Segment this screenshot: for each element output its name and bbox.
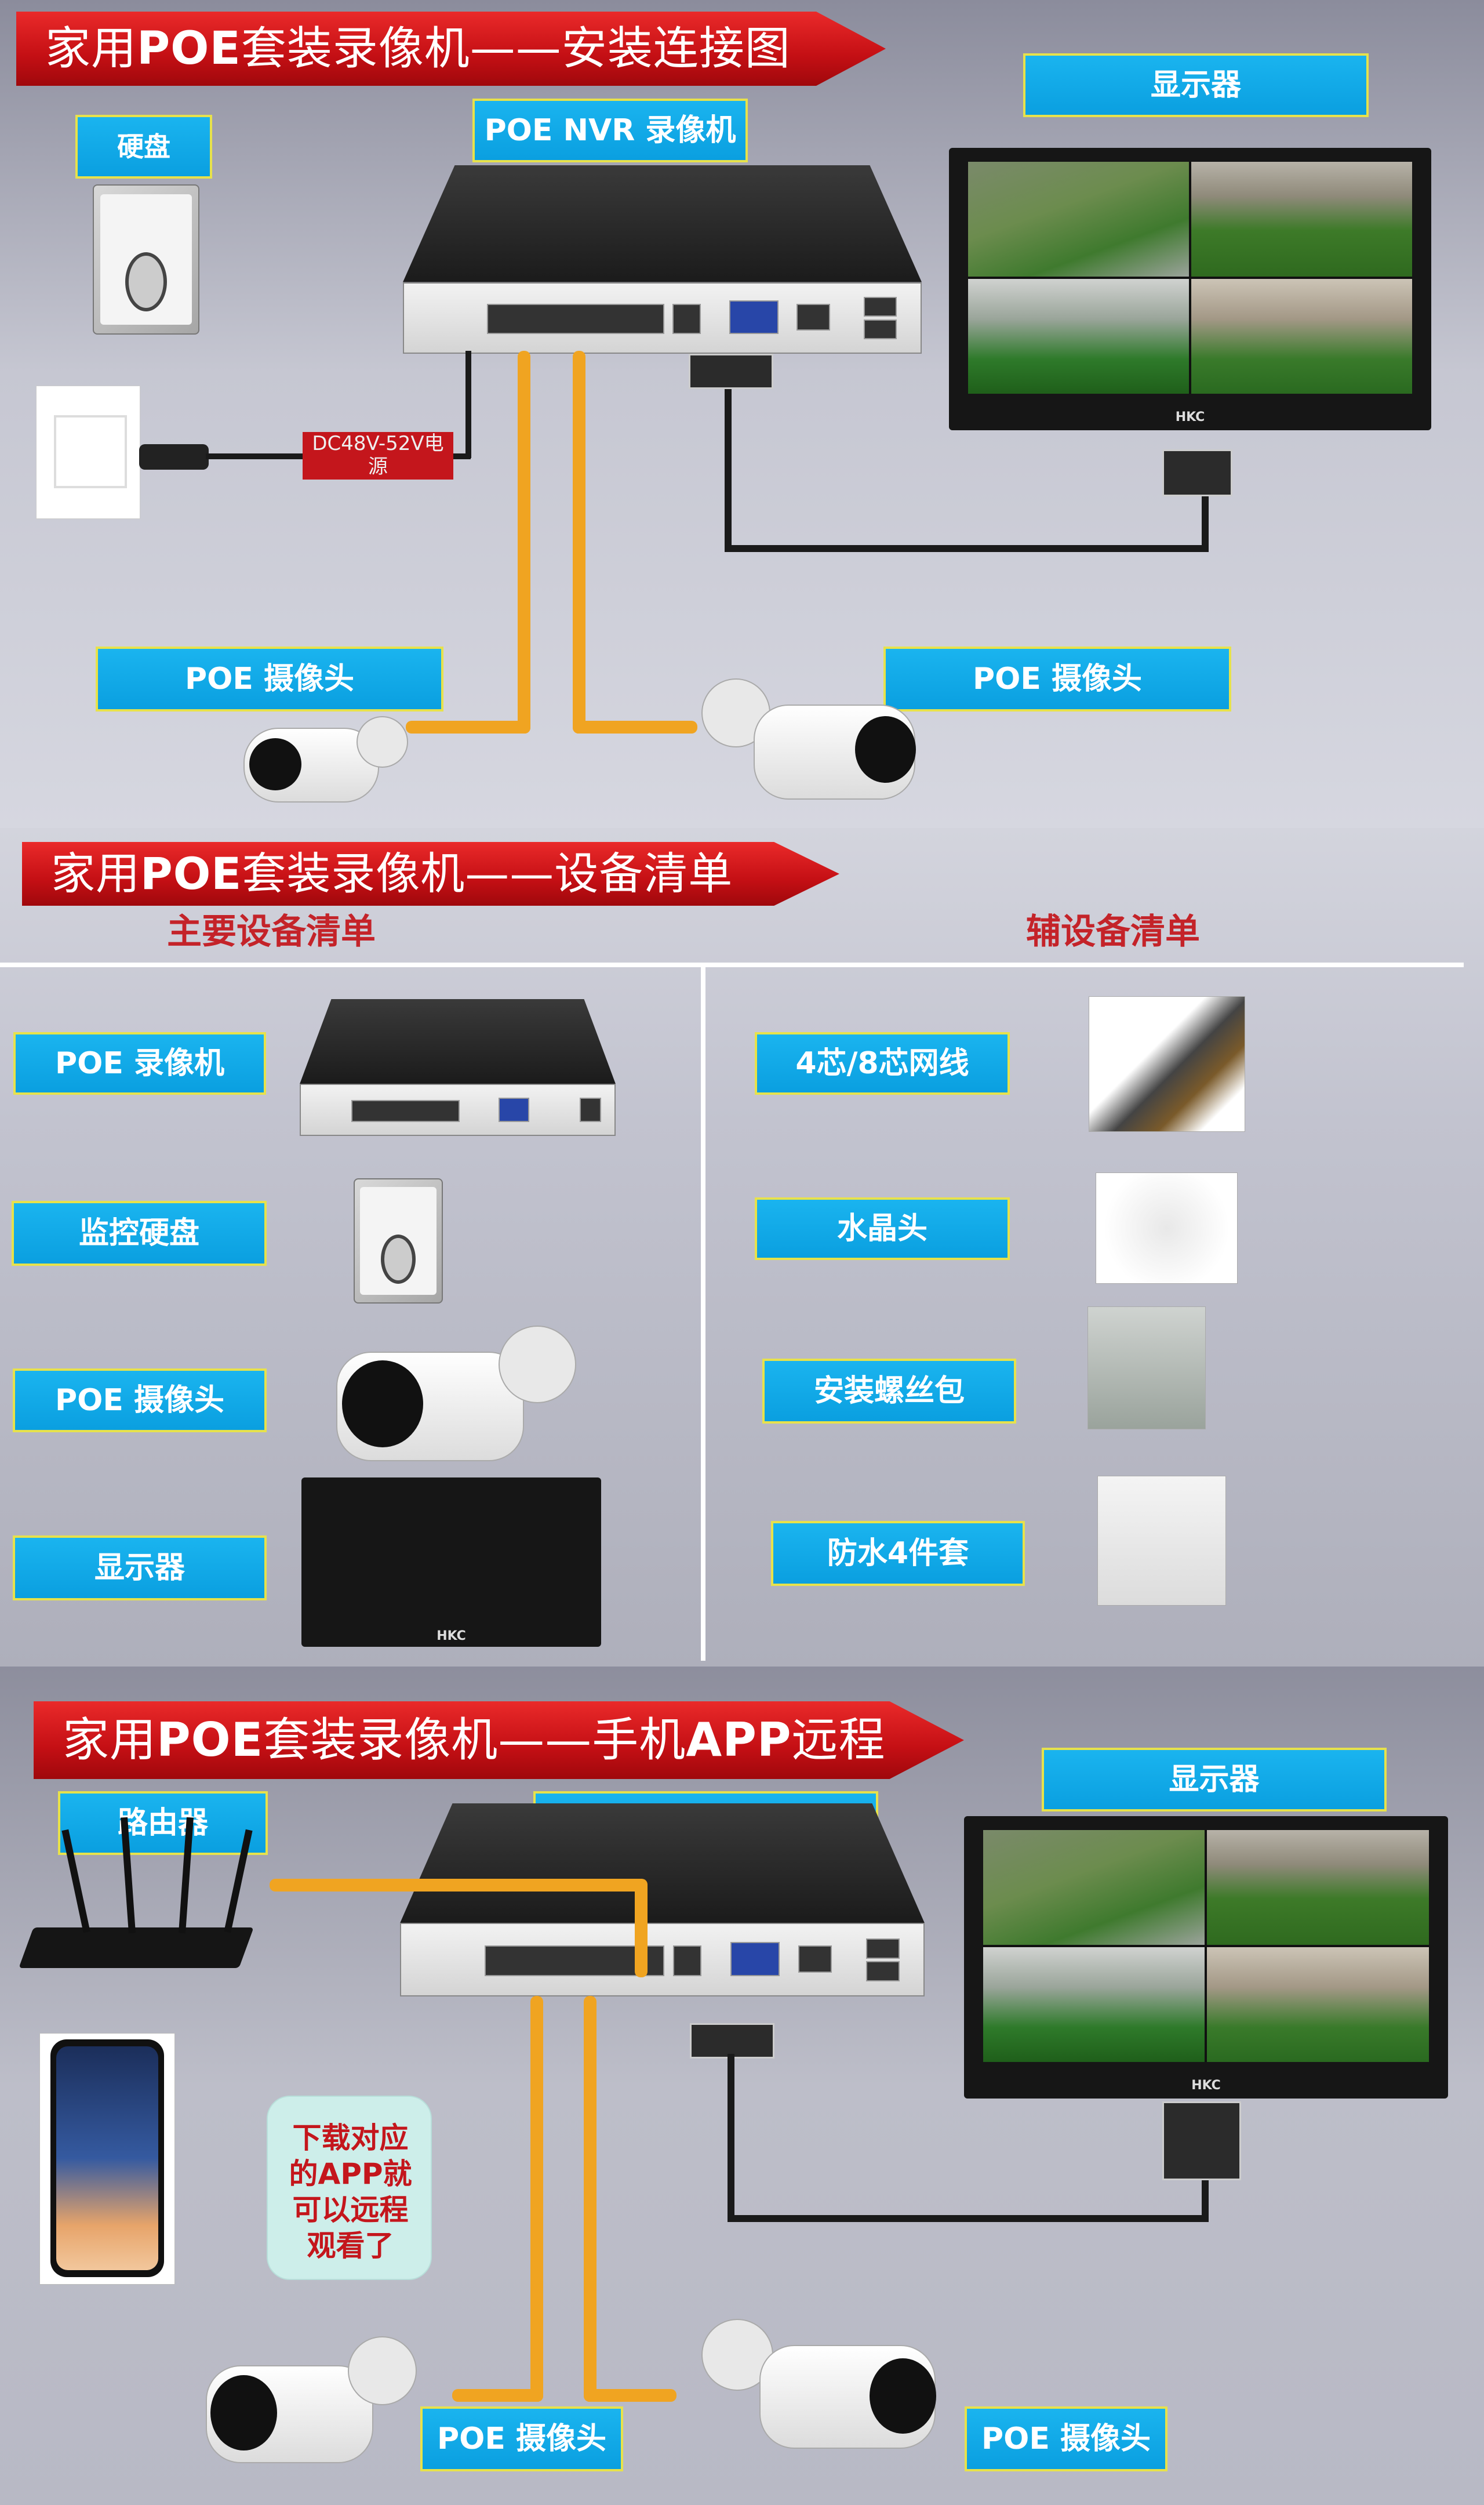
camera-right-label: POE 摄像头 [965,2406,1167,2471]
network-cable-right [584,1996,596,2402]
hdd-thumbnail [354,1178,443,1304]
camera-thumbnail [330,1308,585,1482]
camera-left-image [200,2333,426,2487]
vga-cable-h [728,2215,1209,2222]
monitor-brand: HKC [1191,2078,1221,2093]
monitor-brand: HKC [437,1629,466,1644]
network-cable-right-h [573,721,697,734]
camera-right-image [701,2319,951,2470]
main-item-camera: POE 摄像头 [13,1368,267,1432]
screws-thumbnail [1087,1306,1206,1429]
banner-equipment: 家用POE套装录像机——设备清单 [22,842,839,906]
power-cable [206,453,304,459]
camera-right-label: POE 摄像头 [883,647,1231,711]
camera-left-label: POE 摄像头 [96,647,443,711]
camera-left-image [238,710,412,815]
aux-item-cable: 4芯/8芯网线 [755,1032,1010,1095]
waterproof-thumbnail [1097,1476,1226,1606]
rj45-thumbnail [1096,1172,1238,1284]
banner-text-b: POE [140,848,242,899]
network-cable-left [530,1996,543,2402]
section-mobile-app: 家用POE套装录像机——手机APP远程 路由器 POE NVR 录像机 显示器 … [0,1667,1484,2505]
network-cable-left-h [452,2389,543,2402]
vga-cable-h [725,545,1209,552]
banner-text-b: POE [157,1713,264,1767]
section-equipment-list: 家用POE套装录像机——设备清单 主要设备清单 辅设备清单 POE 录像机 监控… [0,828,1484,1667]
aux-equipment-heading: 辅设备清单 [1026,912,1200,952]
monitor-image: HKC [949,148,1431,430]
main-item-hdd: 监控硬盘 [12,1201,267,1266]
nvr-image [400,1803,925,1996]
banner-text-a: 家用 [63,1713,157,1767]
section-install-diagram: 家用POE套装录像机——安装连接图 硬盘 POE NVR 录像机 显示器 HKC… [0,0,1484,828]
vga-cable-v2 [1202,2177,1209,2222]
network-cable-right-h [584,2389,676,2402]
monitor-brand: HKC [1175,410,1205,425]
network-cable-left-h [406,721,530,734]
camera-right-image [701,678,928,821]
banner-text-a: 家用 [45,23,137,75]
banner-text-c: 套装录像机——安装连接图 [241,23,791,75]
horizontal-divider [0,963,1464,967]
app-bubble: 下载对应的APP就可以远程观看了 [267,2096,432,2280]
app-bubble-text: 下载对应的APP就可以远程观看了 [289,2121,412,2263]
vga-cable-v1 [728,2054,734,2222]
router-label: 路由器 [58,1791,268,1855]
network-cable-left [518,351,530,734]
power-plug [139,444,209,470]
monitor-label: 显示器 [1023,53,1369,117]
aux-item-waterproof: 防水4件套 [771,1521,1025,1586]
phone-image [39,2033,175,2285]
aux-item-screws: 安装螺丝包 [762,1359,1016,1424]
banner-install: 家用POE套装录像机——安装连接图 [16,12,886,86]
banner-text-c: 套装录像机——设备清单 [242,848,733,899]
router-cable-h [270,1879,646,1892]
nvr-image [403,165,922,354]
nvr-thumbnail [300,999,616,1136]
banner-text-e: 远程 [791,1713,886,1767]
main-item-monitor: 显示器 [13,1535,267,1600]
power-cable-riser [465,351,471,458]
vertical-divider [701,965,705,1661]
banner-text-c: 套装录像机——手机 [263,1713,686,1767]
banner-text-a: 家用 [51,848,140,899]
router-image [19,1817,258,1977]
banner-mobile: 家用POE套装录像机——手机APP远程 [34,1701,964,1779]
camera-left-label: POE 摄像头 [420,2406,623,2471]
vga-connector-monitor [1162,2101,1241,2180]
vga-connector-nvr [689,354,773,389]
hdd-image [93,184,199,335]
vga-cable-v2 [1202,487,1209,551]
aux-item-rj45: 水晶头 [755,1197,1010,1260]
wall-outlet-image [36,386,140,519]
main-item-nvr: POE 录像机 [13,1032,266,1095]
network-cable-right [573,351,585,734]
cable-thumbnail [1089,996,1245,1132]
monitor-label: 显示器 [1042,1748,1387,1811]
router-cable-v [635,1879,648,1977]
hdd-label: 硬盘 [75,115,212,179]
nvr-label: POE NVR 录像机 [472,99,748,162]
vga-cable-v1 [725,383,732,551]
monitor-image: HKC [964,1816,1448,2099]
banner-text-d: APP [686,1713,792,1767]
main-equipment-heading: 主要设备清单 [167,912,376,952]
vga-connector-nvr [690,2023,774,2059]
banner-text-b: POE [137,23,241,75]
power-cable-to-nvr [453,453,471,459]
power-label: DC48V-52V电源 [303,432,453,480]
monitor-thumbnail: HKC [301,1477,601,1647]
vga-connector-monitor [1162,449,1232,496]
